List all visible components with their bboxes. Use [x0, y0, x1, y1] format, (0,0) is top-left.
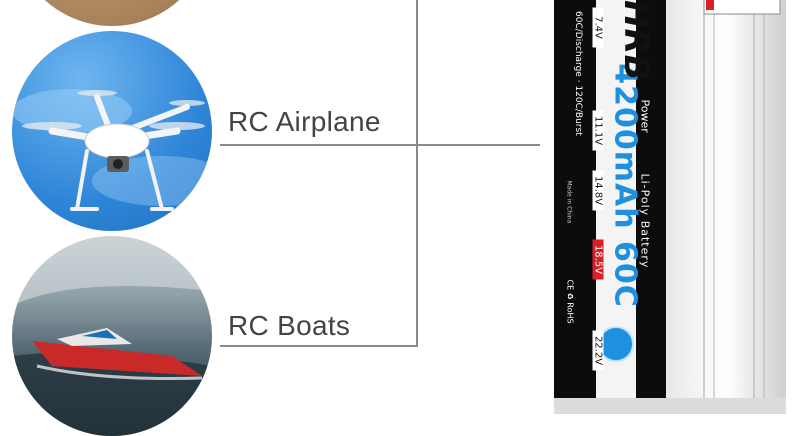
- connector-line-airplane: [220, 144, 540, 146]
- connector-line-vertical: [416, 0, 418, 347]
- boat-icon: [12, 236, 212, 436]
- rc-boats-label: RC Boats: [228, 310, 351, 341]
- voltage-22-2v: 22.2V: [592, 330, 604, 371]
- battery-type-text: Li-Poly Battery: [638, 173, 652, 269]
- battery-capacity-text: 4200mAh 60C: [607, 63, 643, 308]
- voltage-14-8v: 14.8V: [592, 170, 604, 211]
- globe-icon: [599, 327, 633, 361]
- connector-line-boats: [220, 345, 418, 347]
- voltage-18-5v: 18.5V: [592, 239, 604, 280]
- battery-made-in-text: Made in China: [565, 180, 573, 224]
- battery-cert-text: CE ♻ RoHS: [565, 279, 575, 324]
- voltage-7-4v: 7.4V: [592, 7, 604, 48]
- sand-photo: [12, 0, 212, 26]
- rc-airplane-label: RC Airplane: [228, 106, 381, 137]
- battery-discharge-text: 60C/Discharge · 120C/Burst: [573, 11, 583, 136]
- battery-brand: HRB: [616, 0, 656, 81]
- drone-icon: [12, 89, 212, 211]
- drone-photo: [12, 31, 212, 231]
- battery-image: [554, 0, 786, 414]
- battery-power-text: Power: [638, 99, 652, 133]
- boat-photo: [12, 236, 212, 436]
- voltage-11-1v: 11.1V: [592, 110, 604, 151]
